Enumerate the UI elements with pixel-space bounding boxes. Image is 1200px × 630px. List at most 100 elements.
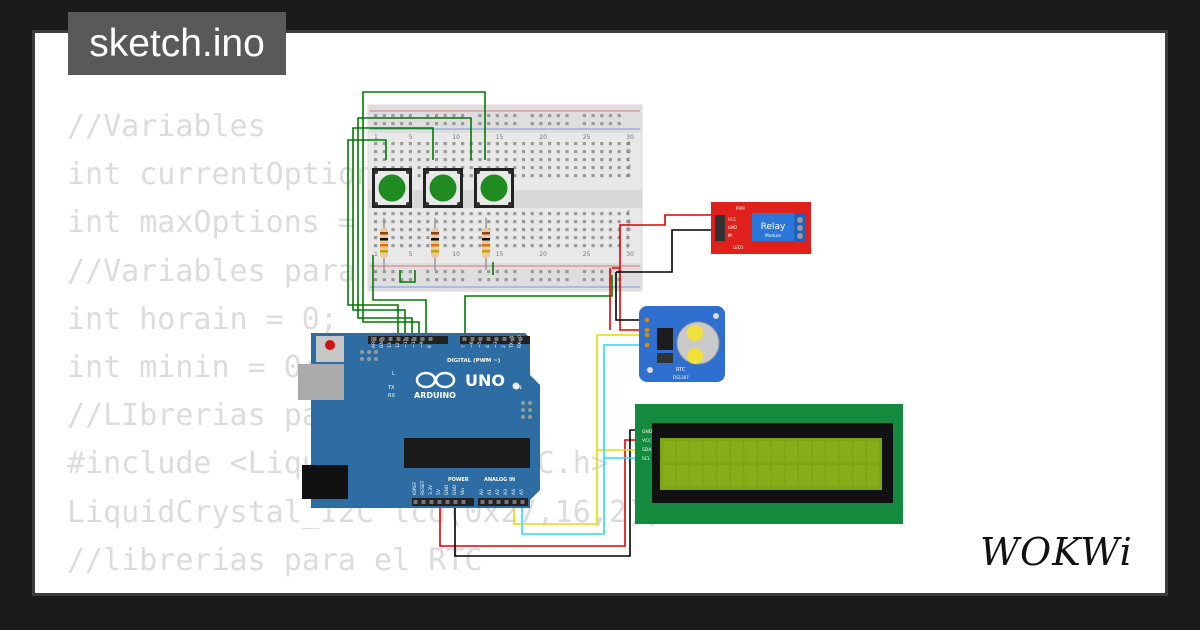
arduino-pin-label: A1 — [487, 489, 493, 495]
arduino-pin-label: A5 — [519, 489, 525, 495]
arduino-pin-label: ~5 — [477, 341, 483, 348]
breadboard-row-letter: j — [626, 242, 629, 249]
breadboard-row-letter: h — [627, 226, 631, 233]
arduino-pin-label: ~9 — [419, 341, 425, 348]
breadboard-row-letter: d — [627, 164, 631, 171]
breadboard-col-number: 10 — [452, 251, 460, 258]
wire-red-relay — [612, 214, 713, 331]
wires — [347, 91, 713, 557]
breadboard-col-number: 15 — [496, 251, 504, 258]
breadboard-col-number: 15 — [496, 134, 504, 141]
arduino-power-label: POWER — [448, 477, 469, 483]
lcd-pin-gnd: GND — [642, 429, 653, 435]
relay-sublabel: Module — [765, 233, 782, 239]
arduino-pin-label: 12 — [395, 342, 401, 348]
breadboard-row-letter: f — [627, 210, 630, 217]
arduino-pin-label: RESET — [420, 480, 426, 495]
resistor — [431, 218, 439, 270]
arduino-pin-label: A4 — [511, 489, 517, 495]
wire-green-4 — [362, 91, 486, 335]
breadboard-col-number: 30 — [626, 251, 634, 258]
arduino-pin-label: 2 — [501, 345, 507, 348]
relay-pin-in: IN — [728, 233, 732, 238]
breadboard-col-number: 1 — [374, 251, 378, 258]
arduino-pin-label: 7 — [461, 345, 467, 348]
relay-pin-gnd: GND — [728, 225, 737, 230]
lcd-pin-scl: SCL — [642, 456, 651, 462]
arduino-uno: UNO ARDUINO DIGITAL (PWM ~) ANALOG IN PO… — [298, 333, 540, 508]
lcd-pin-sda: SDA — [642, 447, 652, 453]
breadboard-row-letter: g — [627, 218, 631, 225]
lcd-display: GND VCC SDA SCL — [635, 404, 903, 524]
arduino-pin-label: TX→1 — [509, 335, 515, 349]
relay-pwr-label: PWR — [736, 206, 745, 211]
arduino-pin-label: ~3 — [493, 341, 499, 348]
arduino-pin-label: IOREF — [412, 481, 418, 495]
wire-green-2 — [352, 127, 434, 335]
breadboard-col-number: 20 — [539, 134, 547, 141]
arduino-rx-label: RX — [388, 393, 395, 399]
arduino-pin-label: 8 — [427, 345, 433, 348]
relay-label: Relay — [761, 222, 786, 232]
code-line: int horain = 0; — [67, 301, 338, 337]
breadboard-col-number: 1 — [374, 134, 378, 141]
lcd-pin-vcc: VCC — [642, 438, 651, 444]
arduino-tx-label: TX — [387, 385, 395, 391]
wire-green-6 — [464, 275, 613, 335]
breadboard-row-letter: a — [627, 140, 631, 147]
wokwi-logo: WOKWi — [980, 530, 1133, 574]
arduino-pin-label: RX←0 — [517, 335, 523, 348]
wire-green-7 — [399, 270, 416, 283]
arduino-model-label: UNO — [465, 371, 505, 390]
breadboard-row-letter: c — [627, 156, 630, 163]
arduino-pin-label: ~11 — [403, 338, 409, 348]
wire-green-5 — [372, 255, 427, 335]
breadboard-col-number: 5 — [409, 251, 413, 258]
arduino-on-label: ON — [514, 385, 522, 391]
relay-module: Relay Module PWR LED1 VCC GND IN — [711, 202, 811, 254]
rtc-label: RTC — [676, 367, 686, 373]
rtc-chip-label: DS1307 — [673, 375, 689, 380]
push-button[interactable] — [372, 168, 412, 208]
relay-pin-vcc: VCC — [728, 217, 737, 222]
push-button[interactable] — [423, 168, 463, 208]
resistor — [380, 218, 388, 270]
code-line: //Variables — [67, 109, 266, 144]
arduino-pin-label: ~10 — [411, 338, 417, 348]
arduino-pin-label: GND — [379, 337, 385, 348]
resistor — [482, 218, 490, 270]
arduino-pin-label: AREF — [371, 336, 377, 348]
wire-red-5v — [439, 439, 652, 547]
arduino-pin-label: 4 — [485, 345, 491, 348]
wire-black-relay — [615, 229, 713, 321]
arduino-pin-label: 3.3V — [428, 484, 434, 495]
breadboard-row-letter: e — [627, 172, 631, 179]
arduino-pin-label: ~6 — [469, 341, 475, 348]
arduino-pin-label: A0 — [479, 489, 485, 495]
breadboard-row-letter: b — [627, 148, 631, 155]
arduino-pin-label: Vin — [460, 488, 466, 495]
push-buttons — [372, 168, 514, 270]
sketch-title: sketch.ino — [68, 12, 286, 75]
wokwi-logo-text: WOKWi — [980, 530, 1133, 574]
arduino-pin-label: 5V — [436, 488, 442, 495]
breadboard-col-number: 30 — [626, 134, 634, 141]
breadboard-col-number: 25 — [583, 134, 591, 141]
arduino-analog-label: ANALOG IN — [484, 477, 515, 483]
breadboard-col-number: 25 — [583, 251, 591, 258]
push-button[interactable] — [474, 168, 514, 208]
arduino-brand-label: ARDUINO — [414, 391, 456, 400]
arduino-pin-label: 13 — [387, 342, 393, 348]
wire-green-3 — [357, 117, 472, 335]
arduino-pin-label: GND — [444, 484, 450, 495]
arduino-pin-label: GND — [452, 484, 458, 495]
breadboard-col-number: 20 — [539, 251, 547, 258]
breadboard-col-number: 5 — [409, 134, 413, 141]
breadboard-row-letter: i — [627, 234, 629, 241]
relay-led-label: LED1 — [733, 245, 744, 250]
rtc-module: RTC DS1307 — [639, 306, 725, 382]
arduino-l-label: L — [392, 371, 395, 377]
code-line: #include <RTClib.h> — [67, 585, 663, 593]
